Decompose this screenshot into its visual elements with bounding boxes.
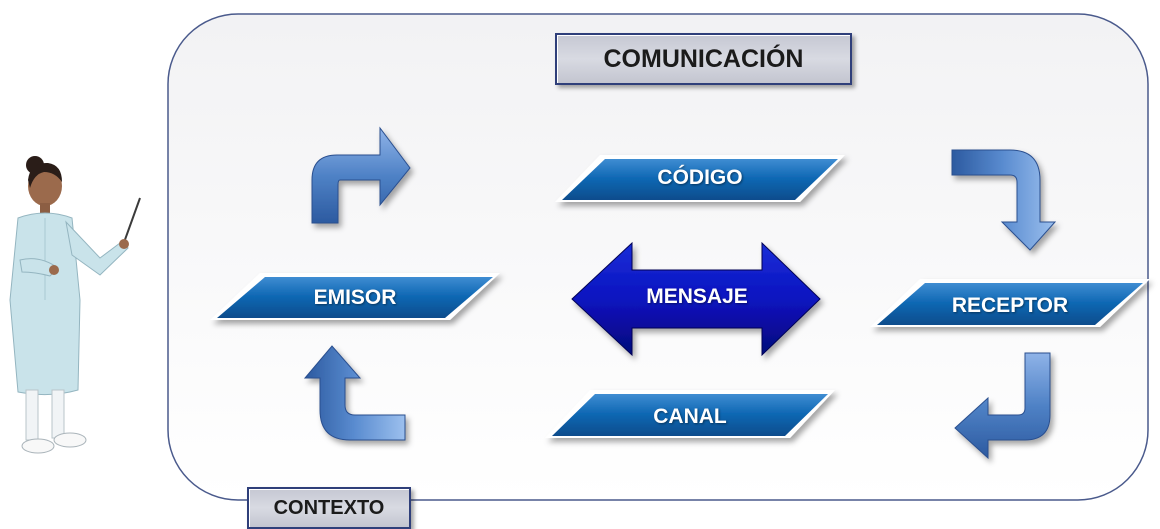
curved-arrow-down-left-icon [954, 352, 1051, 460]
curved-arrow-right-down-icon [951, 149, 1057, 251]
mensaje-double-arrow [571, 241, 821, 357]
mensaje-label: MENSAJE [646, 285, 748, 308]
context-label: CONTEXTO [247, 487, 411, 529]
diagram-canvas: COMUNICACIÓN CÓDIGO EMISOR MENSAJE RECEP… [9, 13, 1150, 529]
diagram-graphics [9, 13, 1150, 501]
curved-arrow-left-up-icon [303, 345, 406, 441]
canal-shape [552, 394, 828, 436]
curved-arrow-up-right-icon [311, 126, 411, 224]
canal-label: CANAL [653, 405, 727, 428]
receptor-shape [877, 283, 1143, 325]
emisor-shape [217, 277, 493, 318]
receptor-label: RECEPTOR [951, 294, 1069, 317]
emisor-label: EMISOR [313, 286, 397, 309]
diagram-title: COMUNICACIÓN [555, 33, 852, 85]
codigo-shape [562, 159, 838, 200]
diagram-panel [167, 13, 1149, 501]
teacher-illustration [9, 156, 141, 454]
codigo-label: CÓDIGO [657, 166, 743, 189]
